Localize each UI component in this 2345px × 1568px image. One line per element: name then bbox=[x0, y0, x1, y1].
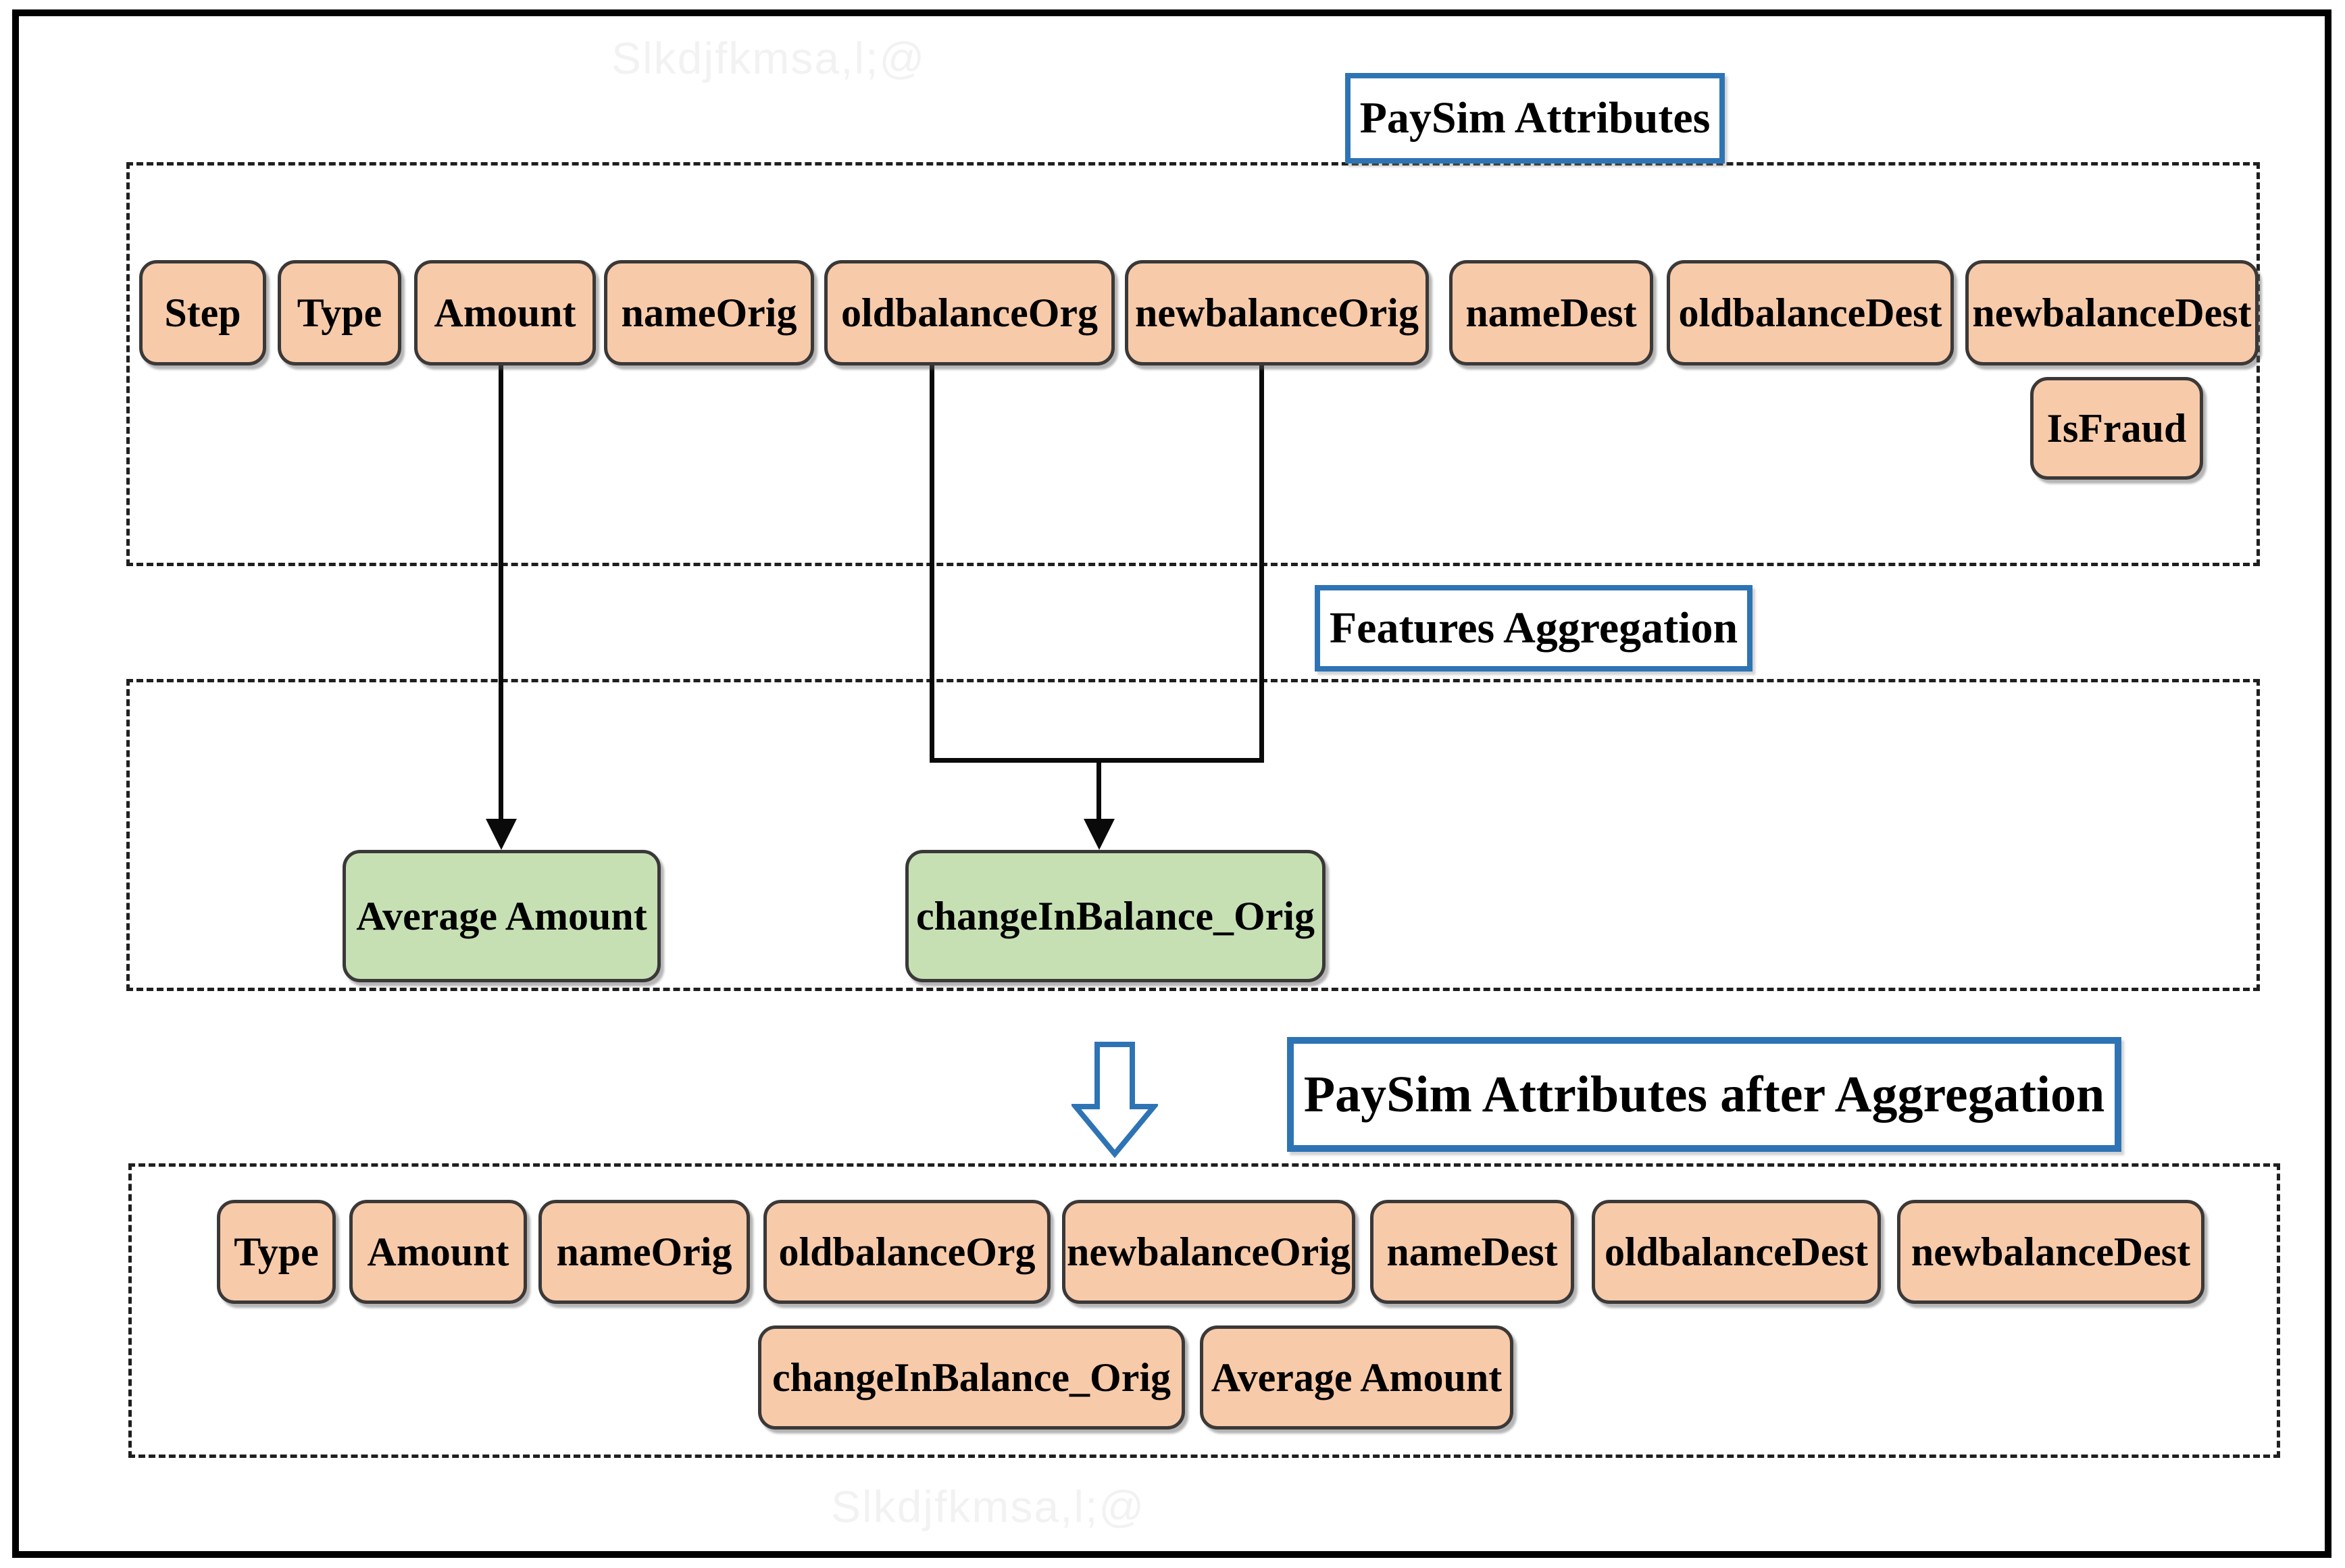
attribute-box-newbalancedest: newbalanceDest bbox=[1965, 260, 2259, 365]
section-title-paysim-attributes: PaySim Attributes bbox=[1345, 73, 1725, 163]
attribute-box-step: Step bbox=[139, 260, 266, 365]
section-title-features-aggregation-label: Features Aggregation bbox=[1329, 603, 1738, 653]
section-title-after-aggregation: PaySim Attributes after Aggregation bbox=[1287, 1037, 2121, 1152]
attribute-box-newbalanceorig: newbalanceOrig bbox=[1125, 260, 1429, 365]
result-box-amount: Amount bbox=[349, 1200, 527, 1304]
line-newbalanceorig-down bbox=[1259, 355, 1264, 763]
attribute-box-amount: Amount bbox=[414, 260, 596, 365]
attribute-box-isfraud: IsFraud bbox=[2030, 377, 2203, 480]
arrowhead-changeinbalance bbox=[1084, 819, 1115, 850]
features-aggregation-zone bbox=[126, 679, 2260, 991]
section-title-features-aggregation: Features Aggregation bbox=[1315, 585, 1753, 672]
result-box-oldbalanceorg: oldbalanceOrg bbox=[763, 1200, 1051, 1304]
section-title-after-aggregation-label: PaySim Attributes after Aggregation bbox=[1303, 1065, 2105, 1123]
result-box-namedest: nameDest bbox=[1370, 1200, 1574, 1304]
feature-box-changeinbalance-orig: changeInBalance_Orig bbox=[905, 850, 1326, 982]
section-title-paysim-attributes-label: PaySim Attributes bbox=[1359, 93, 1711, 143]
watermark-bottom: Slkdjfkmsa,l;@ bbox=[831, 1482, 1146, 1532]
attribute-box-type: Type bbox=[278, 260, 401, 365]
result-box-changeinbalance-orig: changeInBalance_Orig bbox=[758, 1325, 1185, 1430]
feature-box-average-amount: Average Amount bbox=[343, 850, 661, 982]
line-oldbalanceorg-down bbox=[930, 355, 934, 763]
result-box-oldbalancedest: oldbalanceDest bbox=[1592, 1200, 1881, 1304]
attribute-box-nameorig: nameOrig bbox=[604, 260, 814, 365]
result-box-nameorig: nameOrig bbox=[538, 1200, 750, 1304]
result-box-newbalanceorig: newbalanceOrig bbox=[1062, 1200, 1355, 1304]
arrowhead-average-amount bbox=[486, 819, 517, 850]
outer-border bbox=[12, 9, 2331, 1558]
line-merge-down bbox=[1096, 760, 1101, 822]
attribute-box-namedest: nameDest bbox=[1449, 260, 1653, 365]
line-amount-down bbox=[499, 355, 503, 821]
paysim-attributes-zone bbox=[126, 162, 2260, 566]
attribute-box-oldbalanceorg: oldbalanceOrg bbox=[824, 260, 1115, 365]
result-box-average-amount: Average Amount bbox=[1200, 1325, 1513, 1430]
result-box-newbalancedest: newbalanceDest bbox=[1897, 1200, 2204, 1304]
result-box-type: Type bbox=[217, 1200, 336, 1304]
after-aggregation-zone bbox=[128, 1163, 2280, 1458]
down-arrow-icon bbox=[1071, 1042, 1158, 1158]
watermark-top: Slkdjfkmsa,l;@ bbox=[611, 33, 926, 83]
attribute-box-oldbalancedest: oldbalanceDest bbox=[1667, 260, 1954, 365]
